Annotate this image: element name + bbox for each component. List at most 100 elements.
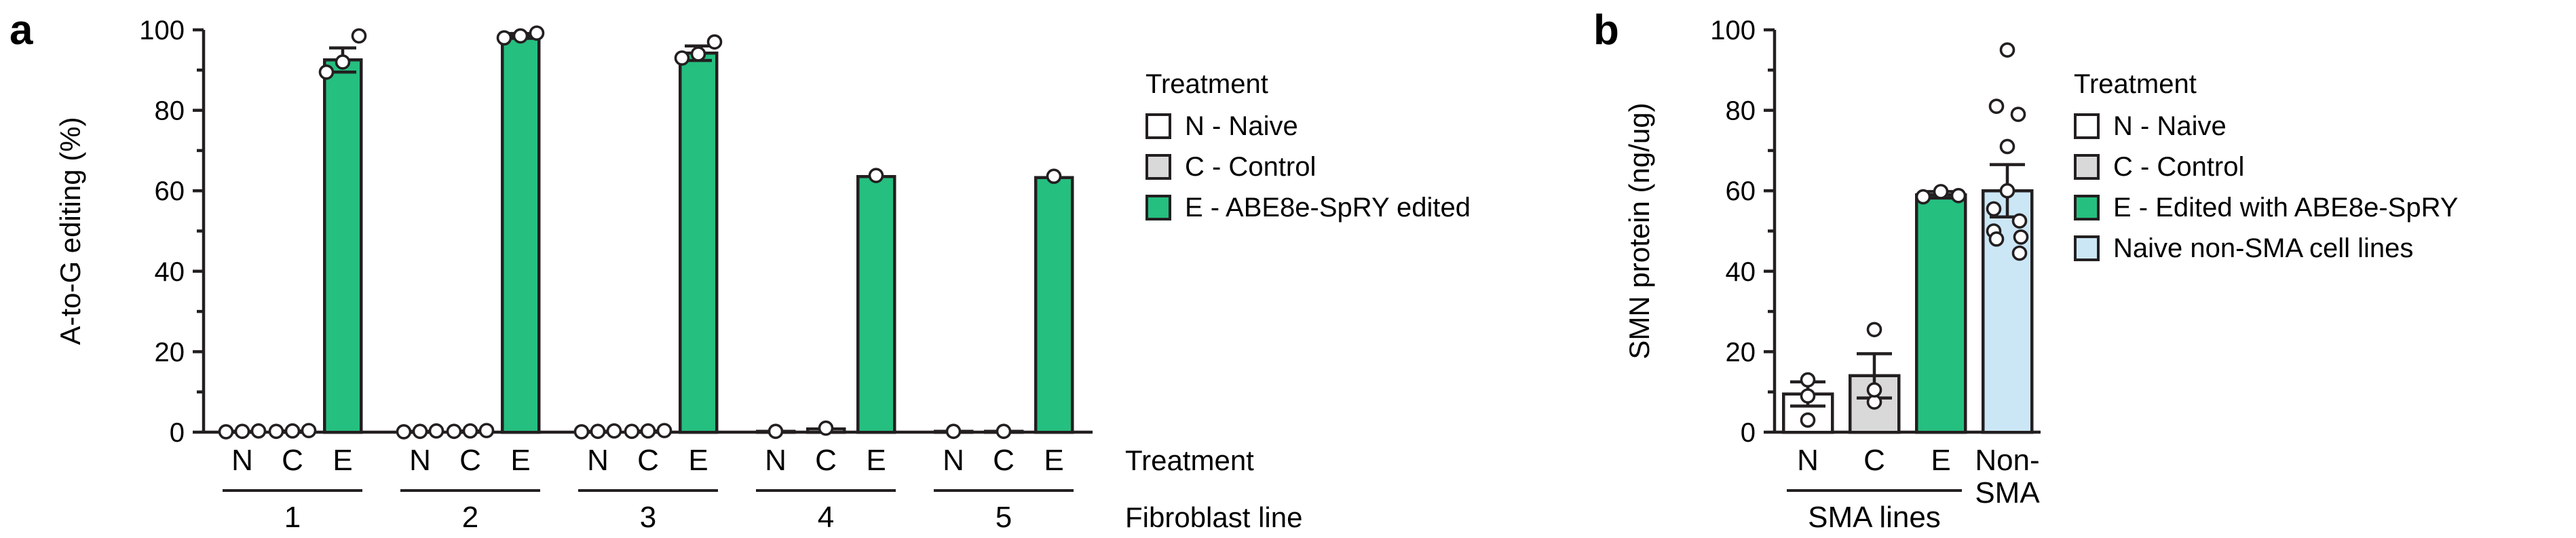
legend-label-edited: E - ABE8e-SpRY edited <box>1185 193 1471 223</box>
panel-a-data-point <box>996 423 1012 440</box>
panel-a-data-point <box>590 423 606 440</box>
panel-a-group-label: 5 <box>996 501 1012 534</box>
panel-a-y-tick-label: 100 <box>139 16 185 45</box>
panel-a-legend-title: Treatment <box>1145 69 1268 99</box>
panel-a-data-point <box>656 423 673 438</box>
panel-b-data-point <box>1800 388 1816 404</box>
panel-a-data-point <box>428 423 444 439</box>
panel-b-category-label: C <box>1863 444 1885 477</box>
panel-b-data-point <box>2010 107 2026 122</box>
panel-a-data-point <box>768 423 784 440</box>
legend-item-b-edited: E - Edited with ABE8e-SpRY <box>2074 194 2458 221</box>
panel-a-bar <box>500 34 541 434</box>
panel-b-category-label: Non- <box>1975 444 2039 477</box>
panel-a-treatment-label: C <box>815 444 837 477</box>
panel-a-data-point <box>268 423 284 440</box>
panel-a-data-point <box>396 424 412 440</box>
panel-b-letter: b <box>1593 7 1619 54</box>
panel-b-data-point <box>2013 229 2029 245</box>
panel-a-y-tick-label: 60 <box>155 176 185 206</box>
panel-a-y-axis-label: A-to-G editing (%) <box>54 117 86 345</box>
panel-b-y-tick-label: 60 <box>1726 176 1756 206</box>
panel-b-y-tick-label: 20 <box>1726 337 1756 367</box>
panel-a-data-point <box>1046 168 1062 185</box>
panel-a-data-point <box>462 423 478 439</box>
panel-a-treatment-label: N <box>765 444 787 477</box>
panel-b-data-point <box>1950 188 1967 204</box>
panel-a-data-point <box>868 168 884 183</box>
panel-a-group-label: 2 <box>462 501 478 534</box>
panel-a-treatment-label: E <box>510 444 530 477</box>
legend-swatch-control <box>1145 154 1171 180</box>
panel-a-bar <box>322 58 363 434</box>
panel-a-data-point <box>318 64 335 80</box>
panel-a-data-point <box>234 423 250 440</box>
panel-b-data-point <box>1866 322 1882 338</box>
panel-a-treatment-label: C <box>282 444 303 477</box>
panel-b-data-point <box>1986 201 2002 217</box>
panel-a-data-point <box>351 28 367 44</box>
panel-a-data-point <box>335 54 351 70</box>
panel-b-y-tick-label: 40 <box>1726 257 1756 287</box>
panel-a-data-point <box>606 423 622 439</box>
legend-label-b-control: C - Control <box>2113 152 2245 182</box>
legend-swatch-naive <box>1145 113 1171 139</box>
legend-label-b-edited: E - Edited with ABE8e-SpRY <box>2113 193 2459 223</box>
legend-item-b-naive: N - Naive <box>2074 113 2458 140</box>
panel-a-treatment-label: N <box>587 444 609 477</box>
panel-a-data-point <box>624 423 640 440</box>
panel-b-data-point <box>1988 98 2005 114</box>
legend-label-control: C - Control <box>1185 152 1317 182</box>
panel-a-data-point <box>250 423 267 439</box>
panel-a-bar <box>1034 176 1074 434</box>
panel-a-data-point <box>284 423 301 439</box>
panel-a-data-point <box>640 423 656 439</box>
legend-swatch-b-nonsma <box>2074 235 2100 261</box>
panel-b-data-point <box>1800 412 1816 428</box>
panel-a-treatment-label: E <box>1044 444 1063 477</box>
panel-b-data-point <box>1915 189 1931 205</box>
panel-b-data-point <box>2011 213 2028 229</box>
panel-a-y-tick-label: 40 <box>155 257 185 287</box>
panel-a-treatment-label: E <box>333 444 352 477</box>
panel-b-data-point <box>1866 382 1882 398</box>
panel-a-y-tick-label: 80 <box>155 96 185 126</box>
panel-a-y-tick-label: 20 <box>155 337 185 367</box>
panel-a-treatment-label: N <box>231 444 253 477</box>
panel-a-bar <box>678 52 719 434</box>
panel-a-treatment-label: E <box>866 444 886 477</box>
panel-a-bar <box>856 175 896 434</box>
panel-b-sma-group-label: SMA lines <box>1808 501 1941 534</box>
panel-b-category-label: N <box>1797 444 1819 477</box>
panel-a-data-point <box>818 420 834 436</box>
panel-b-data-point <box>1999 138 2015 155</box>
panel-a-data-point <box>496 30 512 46</box>
panel-b-y-tick-label: 100 <box>1710 16 1756 45</box>
legend-item-edited: E - ABE8e-SpRY edited <box>1145 194 1471 221</box>
panel-b-category-label: SMA <box>1975 476 2040 510</box>
panel-a-group-label: 4 <box>818 501 834 534</box>
panel-b-data-point <box>1999 42 2015 58</box>
legend-swatch-b-edited <box>2074 195 2100 220</box>
panel-a-data-point <box>446 423 462 440</box>
panel-a-data-point <box>512 28 529 44</box>
panel-a-group-axis-label: Fibroblast line <box>1125 501 1302 533</box>
panel-a-group-label: 3 <box>640 501 656 534</box>
panel-a-data-point <box>690 46 706 62</box>
panel-a-data-point <box>573 424 590 440</box>
panel-b-bar <box>1914 193 1967 434</box>
legend-item-b-nonsma: Naive non-SMA cell lines <box>2074 235 2458 262</box>
panel-a-legend: Treatment N - Naive C - Control E - ABE8… <box>1145 71 1471 235</box>
panel-a-data-point <box>218 424 234 440</box>
legend-label-b-naive: N - Naive <box>2113 111 2227 141</box>
panel-b-data-point <box>1988 231 2005 247</box>
panel-a-treatment-label: E <box>688 444 708 477</box>
legend-item-control: C - Control <box>1145 153 1471 180</box>
panel-a-data-point <box>412 423 428 440</box>
panel-a-data-point <box>301 423 317 438</box>
legend-swatch-b-naive <box>2074 113 2100 139</box>
panel-b-data-point <box>1933 184 1949 199</box>
legend-swatch-edited <box>1145 195 1171 220</box>
panel-b-data-point <box>2011 245 2028 261</box>
